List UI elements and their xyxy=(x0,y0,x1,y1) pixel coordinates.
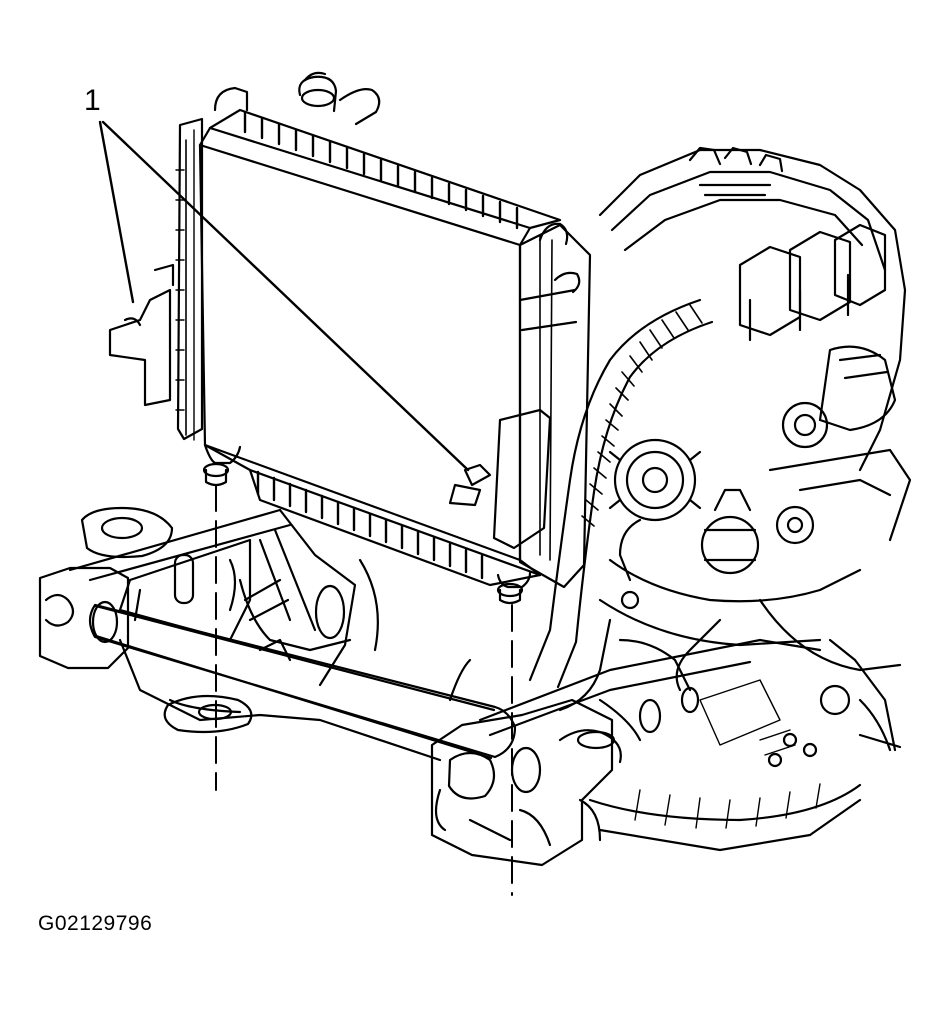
alignment-lines xyxy=(215,484,513,896)
callout-leaders xyxy=(98,120,470,472)
engine-assembly xyxy=(528,146,912,852)
callout-label-1: 1 xyxy=(84,84,101,117)
leader-line-right xyxy=(101,120,470,472)
front-crossmember xyxy=(38,506,822,867)
radiator-assembly xyxy=(108,71,592,605)
figure-id: G02129796 xyxy=(38,912,153,935)
leader-line-left xyxy=(98,120,135,304)
